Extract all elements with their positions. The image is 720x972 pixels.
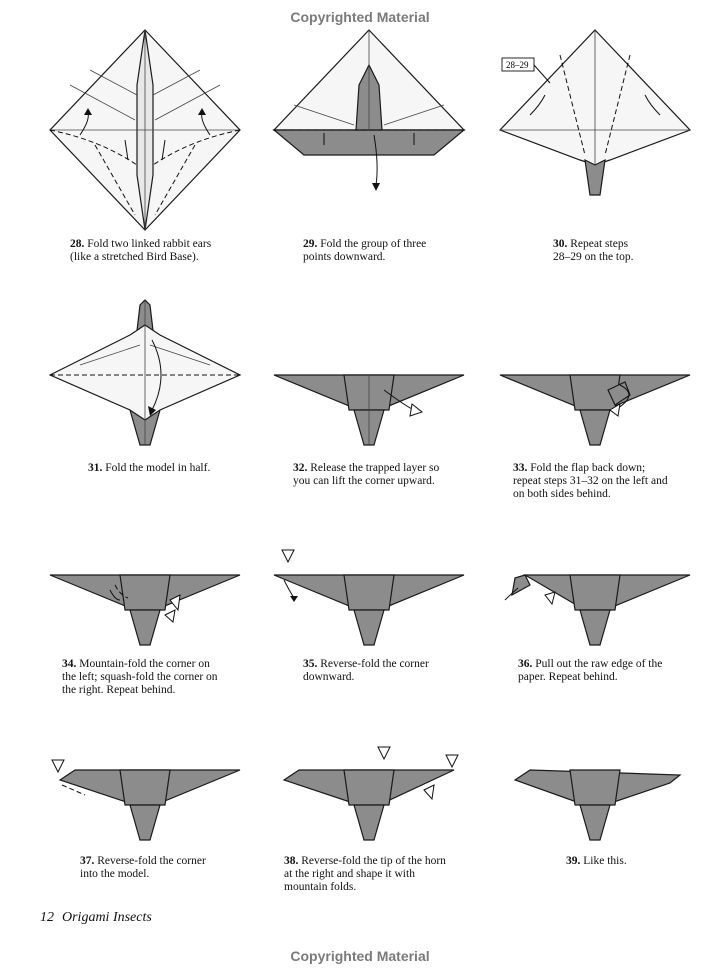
step-35-caption: 35. Reverse-fold the corner downward. — [303, 658, 429, 684]
step-29-caption: 29. Fold the group of three points downw… — [303, 238, 426, 264]
step-text: Like this. — [580, 855, 627, 867]
page-number: 12 — [40, 910, 54, 925]
step-text: Repeat steps 28–29 on the top. — [553, 238, 634, 263]
step-number: 37. — [80, 855, 95, 867]
step-text: Fold two linked rabbit ears (like a stre… — [70, 238, 212, 263]
step-number: 30. — [553, 238, 568, 250]
step-31-diagram — [40, 270, 250, 480]
step-text: Fold the model in half. — [102, 462, 211, 474]
copyright-banner-top: Copyrighted Material — [290, 9, 430, 25]
step-36-diagram — [490, 470, 700, 680]
step-number: 29. — [303, 238, 318, 250]
step-38-diagram — [264, 665, 474, 875]
step-text: Reverse-fold the corner into the model. — [80, 855, 206, 880]
step-number: 31. — [88, 462, 103, 474]
step-30-caption: 30. Repeat steps 28–29 on the top. — [553, 238, 634, 264]
step-36-caption: 36. Pull out the raw edge of the paper. … — [518, 658, 662, 684]
step-39-caption: 39. Like this. — [566, 855, 627, 868]
step-35-diagram — [264, 470, 474, 680]
step-text: Fold the group of three points downward. — [303, 238, 427, 263]
step-number: 38. — [284, 855, 299, 867]
step-33-diagram — [490, 270, 700, 480]
step-text: Reverse-fold the tip of the horn at the … — [284, 855, 446, 893]
step-32-caption: 32. Release the trapped layer so you can… — [293, 462, 439, 488]
step-28-illustration — [49, 29, 241, 231]
copyright-banner-bottom: Copyrighted Material — [290, 948, 430, 964]
step-38-caption: 38. Reverse-fold the tip of the horn at … — [284, 855, 446, 894]
book-title: Origami Insects — [62, 910, 152, 925]
step-text: Pull out the raw edge of the paper. Repe… — [518, 658, 663, 683]
step-text: Release the trapped layer so you can lif… — [293, 462, 440, 487]
step-28-caption: 28. Fold two linked rabbit ears (like a … — [70, 238, 211, 264]
step-number: 36. — [518, 658, 533, 670]
step-28-diagram — [40, 25, 250, 235]
step-number: 28. — [70, 238, 85, 250]
reference-box — [501, 57, 535, 72]
step-37-caption: 37. Reverse-fold the corner into the mod… — [80, 855, 206, 881]
step-33-caption: 33. Fold the flap back down; repeat step… — [513, 462, 668, 501]
step-text: Reverse-fold the corner downward. — [303, 658, 429, 683]
step-37-diagram — [40, 665, 250, 875]
step-number: 32. — [293, 462, 308, 474]
step-number: 39. — [566, 855, 581, 867]
step-number: 34. — [62, 658, 77, 670]
step-number: 35. — [303, 658, 318, 670]
step-39-diagram — [490, 665, 700, 875]
page-footer: 12 Origami Insects — [40, 910, 152, 926]
step-text: Mountain-fold the corner on the left; sq… — [62, 658, 218, 696]
step-number: 33. — [513, 462, 528, 474]
step-31-caption: 31. Fold the model in half. — [88, 462, 210, 475]
step-32-diagram — [264, 270, 474, 480]
step-30-diagram: 28–29 — [490, 25, 700, 235]
step-34-caption: 34. Mountain-fold the corner on the left… — [62, 658, 218, 697]
step-text: Fold the flap back down; repeat steps 31… — [513, 462, 668, 500]
step-reference-label: 28–29 — [506, 60, 529, 70]
step-29-diagram — [264, 25, 474, 235]
step-34-diagram — [40, 470, 250, 680]
